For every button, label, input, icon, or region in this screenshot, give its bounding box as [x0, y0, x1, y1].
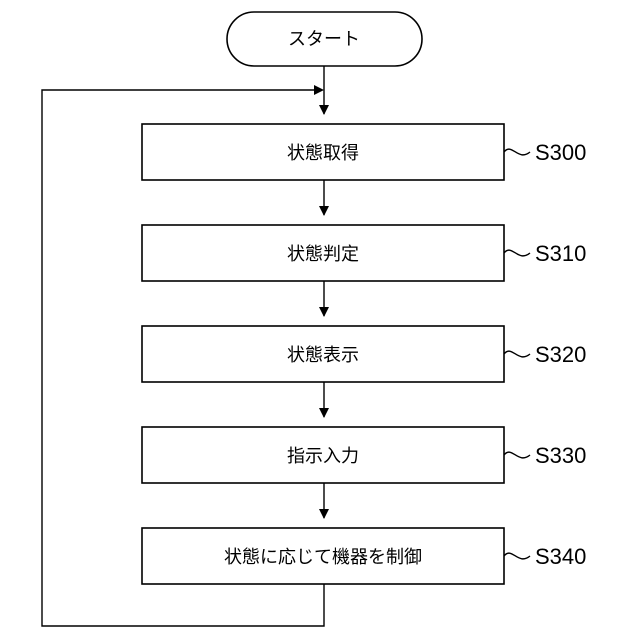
start-terminal-label: スタート — [288, 29, 360, 49]
step-s310: 状態判定 S310 — [142, 225, 586, 281]
step-s340: 状態に応じて機器を制御 S340 — [142, 528, 586, 584]
step-ref-leader — [504, 351, 530, 357]
step-ref-leader — [504, 553, 530, 559]
step-label: 状態取得 — [287, 143, 359, 163]
step-ref: S310 — [535, 241, 586, 266]
step-s320: 状態表示 S320 — [142, 326, 586, 382]
start-terminal: スタート — [227, 12, 422, 66]
step-s300: 状態取得 S300 — [142, 124, 586, 180]
step-label: 指示入力 — [287, 446, 359, 466]
step-ref: S320 — [535, 342, 586, 367]
step-ref: S340 — [535, 544, 586, 569]
step-ref-leader — [504, 149, 530, 155]
step-label: 状態表示 — [287, 345, 359, 365]
step-ref: S300 — [535, 140, 586, 165]
step-s330: 指示入力 S330 — [142, 427, 586, 483]
step-ref-leader — [504, 452, 530, 458]
step-label: 状態に応じて機器を制御 — [224, 547, 422, 567]
loop-back-arrowhead — [314, 85, 324, 95]
step-ref: S330 — [535, 443, 586, 468]
step-ref-leader — [504, 250, 530, 256]
step-label: 状態判定 — [287, 244, 359, 264]
